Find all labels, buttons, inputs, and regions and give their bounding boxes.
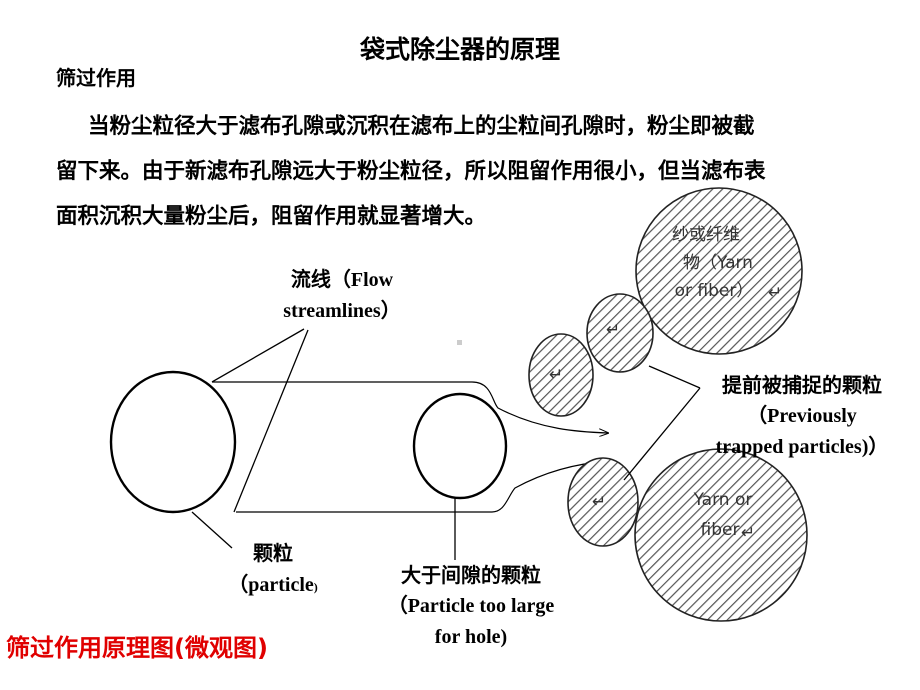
leader-flow-bottom [233, 329, 309, 513]
diagram-caption: 筛过作用原理图(微观图) [6, 634, 268, 662]
fiber-bottom-label-line1: Yarn or [693, 490, 753, 510]
center-dot [457, 340, 462, 345]
trapped-particle [586, 293, 654, 373]
leader-flow-top [211, 328, 305, 383]
particle-label-en: （particle [228, 574, 314, 596]
fiber-top [635, 187, 803, 355]
section-heading: 筛过作用 [56, 66, 136, 90]
large-particle-circle [412, 392, 508, 500]
principle-paragraph: 当粉尘粒径大于滤布孔隙或沉积在滤布上的尘粒间孔隙时，粉尘即被截 留下来。由于新滤… [56, 104, 888, 239]
particle-circle [109, 370, 237, 514]
large-label-cn: 大于间隙的颗粒 [401, 563, 541, 587]
large-label-en1: （Particle too large [387, 595, 555, 617]
trapped-mark: ↵ [606, 320, 620, 340]
streamline-top [212, 381, 608, 433]
flow-label-en2: streamlines） [283, 300, 401, 322]
flow-label-en: Flow [350, 269, 394, 291]
trapped-particles-label: 提前被捕捉的颗粒 （Previously trapped particles)） [690, 370, 914, 463]
large-label-en2: for hole) [434, 626, 508, 648]
paragraph-line: 面积沉积大量粉尘后，阻留作用就显著增大。 [56, 204, 487, 229]
fiber-bottom [634, 448, 808, 622]
leader-particle [191, 511, 233, 549]
leader-trapped-top [648, 365, 701, 389]
fiber-bottom-mark: ↵ [741, 523, 755, 543]
fiber-top-label-line2: 物（Yarn [683, 253, 753, 273]
fiber-top-mark: ↵ [768, 283, 782, 303]
particle-too-large-label: 大于间隙的颗粒 （Particle too large for hole) [366, 560, 576, 653]
trapped-label-en1: （Previously [747, 405, 857, 427]
trapped-mark: ↵ [549, 365, 563, 385]
page-title: 袋式除尘器的原理 [360, 35, 561, 64]
fiber-top-label-line1: 纱或纤维 [672, 225, 740, 245]
paragraph-line: 留下来。由于新滤布孔隙远大于粉尘粒径，所以阻留作用很小，但当滤布表 [56, 159, 766, 184]
trapped-particle [567, 457, 639, 547]
fiber-bottom-label-line2: fiber [701, 520, 740, 540]
trapped-label-en2: trapped particles)） [715, 436, 889, 458]
particle-label-cn: 颗粒 [253, 541, 293, 565]
trapped-mark: ↵ [592, 492, 606, 512]
flow-label-cn: 流线（ [290, 267, 351, 291]
leader-trapped-bottom [623, 387, 701, 481]
trapped-particle [528, 333, 594, 417]
particle-label-close: ) [313, 580, 318, 594]
particle-label: 颗粒 （particle) [218, 538, 328, 603]
flow-streamlines-label: 流线（Flow streamlines） [262, 264, 422, 327]
fiber-top-label-line3: or fiber） [675, 281, 754, 301]
trapped-label-cn: 提前被捕捉的颗粒 [722, 373, 882, 397]
paragraph-line: 当粉尘粒径大于滤布孔隙或沉积在滤布上的尘粒间孔隙时，粉尘即被截 [88, 114, 755, 139]
